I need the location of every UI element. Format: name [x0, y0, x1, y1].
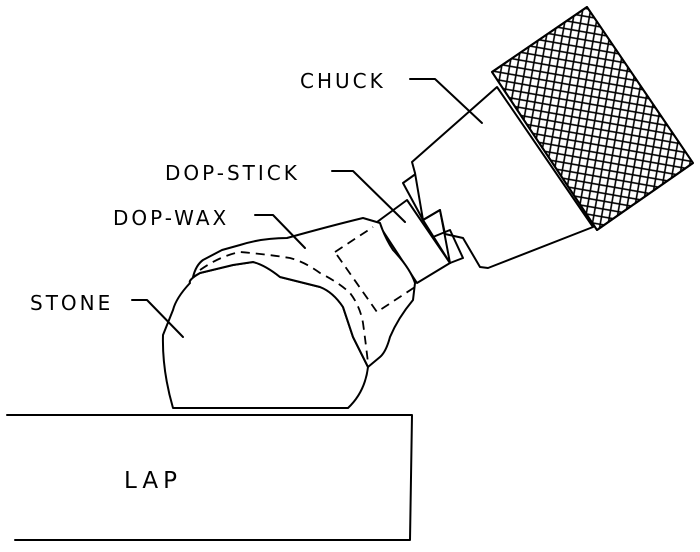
- dop-stick-callout: DOP-STICK: [165, 161, 406, 223]
- dop-wax-callout: DOP-WAX: [113, 206, 306, 249]
- chuck-leader: [409, 78, 483, 124]
- chuck-label: CHUCK: [300, 69, 386, 93]
- dop-wax-leader: [254, 214, 306, 249]
- stone-label: STONE: [30, 291, 113, 315]
- dop-wax: [192, 217, 416, 368]
- chuck-callout: CHUCK: [300, 69, 483, 124]
- dop-wax-label: DOP-WAX: [113, 206, 229, 230]
- stone-callout: STONE: [30, 291, 184, 338]
- lap-label: LAP: [124, 468, 182, 494]
- chuck: [402, 6, 694, 269]
- dop-stick-label: DOP-STICK: [165, 161, 300, 185]
- dop-stick-leader: [331, 170, 406, 223]
- stone-leader: [131, 299, 184, 338]
- lap: LAP: [6, 414, 413, 541]
